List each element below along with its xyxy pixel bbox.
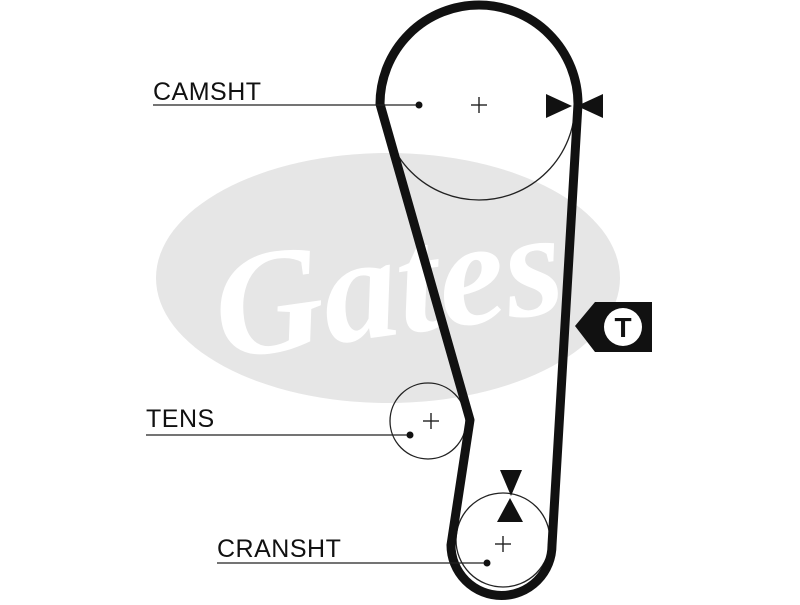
tension-point-marker: T (575, 302, 652, 352)
tensioner-label: TENS (146, 405, 215, 433)
camshaft-dot (415, 101, 423, 109)
tensioner-dot (406, 431, 414, 439)
crankshaft-label: CRANSHT (217, 535, 342, 563)
camshaft-alignment-arrows-icon (546, 94, 603, 118)
camshaft-label: CAMSHT (153, 78, 262, 106)
crankshaft-center-mark (495, 536, 511, 552)
tension-marker-label: T (614, 312, 631, 343)
gates-logo-icon: Gates (156, 153, 620, 403)
crankshaft-dot (483, 559, 491, 567)
crankshaft-alignment-arrows-icon (497, 470, 523, 522)
tensioner-center-mark (423, 413, 439, 429)
tension-marker-circle (604, 308, 642, 346)
timing-belt (375, 0, 583, 600)
camshaft-center-mark (471, 97, 487, 113)
